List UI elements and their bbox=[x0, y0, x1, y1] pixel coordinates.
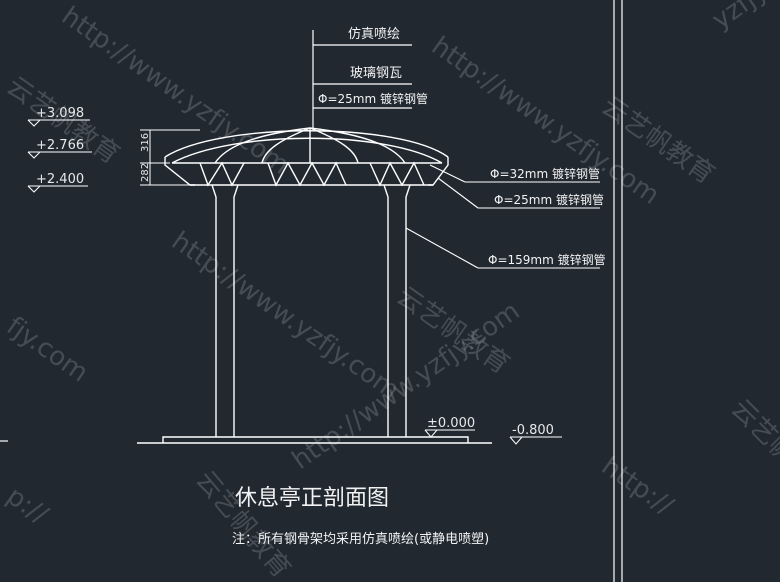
truss bbox=[199, 161, 245, 187]
roof-rib bbox=[309, 127, 406, 164]
leader-line bbox=[429, 164, 466, 183]
elev-triangle bbox=[27, 185, 41, 193]
callout-right3: Φ=159mm 镀锌钢管 bbox=[488, 252, 606, 267]
callout-right1: Φ=32mm 镀锌钢管 bbox=[490, 166, 600, 181]
elev-triangle bbox=[27, 119, 41, 127]
callout-top2: 玻璃钢瓦 bbox=[350, 66, 402, 81]
frame-lines bbox=[0, 0, 623, 582]
elev-triangle bbox=[509, 436, 523, 445]
elev-3098: +3.098 bbox=[36, 106, 84, 121]
elev-triangle bbox=[27, 151, 41, 159]
watermark-url: http://www.yzfjy.com bbox=[166, 226, 405, 406]
truss bbox=[267, 161, 347, 187]
roof-inner-arc bbox=[171, 137, 443, 164]
watermark-brand: 云艺帆教育 bbox=[725, 394, 780, 507]
watermark-frag: yzfjy bbox=[707, 0, 774, 36]
dimension-lines bbox=[140, 129, 200, 186]
callout-top1: 仿真喷绘 bbox=[348, 27, 400, 42]
roof-left-eave bbox=[164, 157, 195, 186]
top-leader bbox=[312, 30, 412, 128]
drawing-note: 注：所有钢骨架均采用仿真喷绘(或静电喷塑) bbox=[232, 532, 489, 547]
roof-rib bbox=[261, 127, 311, 164]
callout-right2: Φ=25mm 镀锌钢管 bbox=[494, 192, 604, 207]
watermark-frag: fjy.com bbox=[1, 311, 93, 388]
elev-2400: +2.400 bbox=[36, 172, 84, 187]
roof bbox=[164, 127, 449, 187]
watermark-frag: p:// bbox=[1, 481, 53, 530]
leader-line bbox=[405, 227, 479, 269]
base bbox=[137, 436, 492, 444]
left-column-edge bbox=[233, 184, 239, 437]
right-column-edge bbox=[383, 184, 389, 437]
base-slab bbox=[162, 436, 469, 443]
leader-line bbox=[437, 177, 479, 209]
right-leaders bbox=[405, 164, 600, 269]
columns bbox=[211, 184, 411, 437]
watermark-brand: 云艺帆教育 bbox=[190, 465, 297, 582]
roof-rib bbox=[214, 127, 311, 164]
elevation-marks bbox=[27, 119, 92, 193]
ground-elevation-marks bbox=[424, 429, 562, 445]
dim-282: 282 bbox=[140, 163, 151, 182]
dim-316: 316 bbox=[140, 133, 151, 152]
truss bbox=[369, 161, 425, 187]
watermark-frag: http:// bbox=[596, 451, 679, 521]
elev-2766: +2.766 bbox=[36, 138, 84, 153]
drawing-title: 休息亭正剖面图 bbox=[235, 486, 389, 511]
elev-triangle bbox=[424, 429, 438, 438]
callout-top3: Φ=25mm 镀锌钢管 bbox=[318, 91, 428, 106]
elev-below: -0.800 bbox=[512, 423, 554, 438]
right-column-edge bbox=[405, 184, 411, 437]
roof-rib bbox=[309, 127, 359, 164]
elev-ground: ±0.000 bbox=[427, 416, 475, 431]
left-column-edge bbox=[211, 184, 217, 437]
roof-outer-arc bbox=[164, 130, 449, 158]
